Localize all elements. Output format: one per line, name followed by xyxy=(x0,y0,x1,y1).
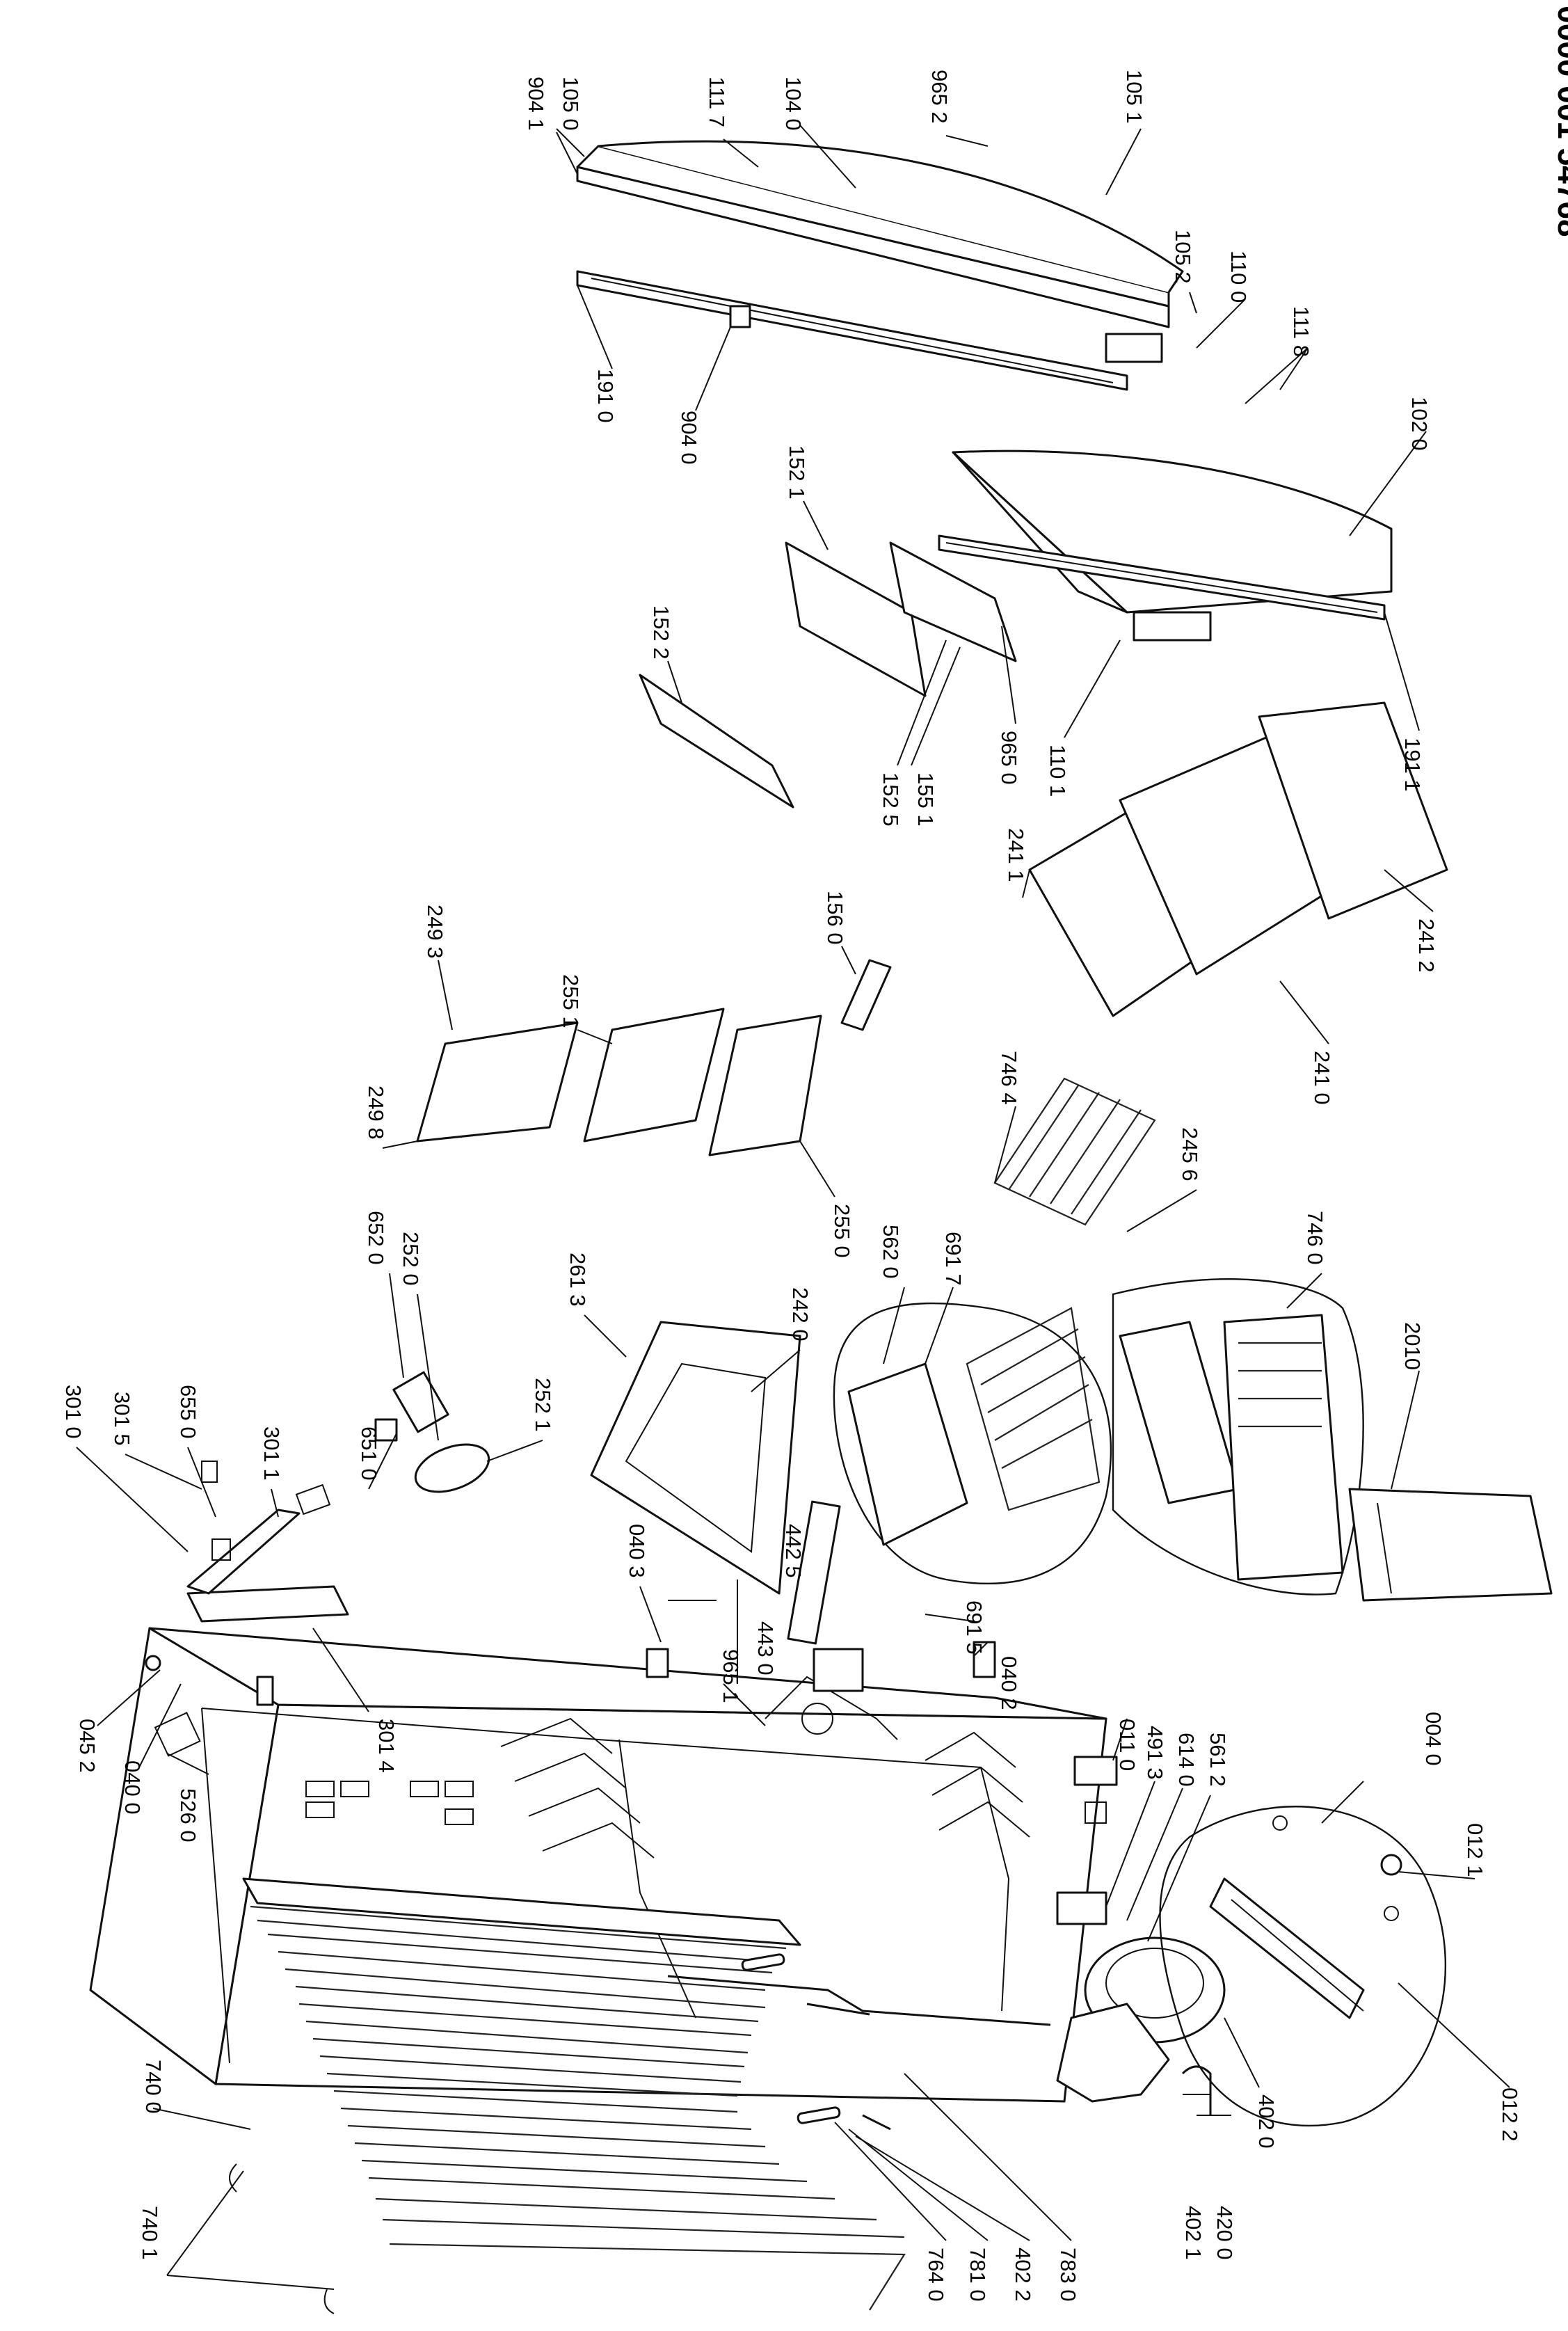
label-245_6: 245 6 xyxy=(1178,1127,1202,1182)
label-301_5: 301 5 xyxy=(110,1392,134,1446)
label-012_2: 012 2 xyxy=(1498,2087,1522,2142)
label-255_1: 255 1 xyxy=(559,974,583,1028)
label-011_0: 011 0 xyxy=(1115,1719,1139,1771)
leader-lines xyxy=(76,125,1510,2290)
label-526_0: 526 0 xyxy=(176,1788,200,1843)
label-691_7: 691 7 xyxy=(941,1232,966,1286)
freezer-module xyxy=(1112,1278,1364,1596)
label-045_2: 045 2 xyxy=(75,1719,99,1773)
label-105_1: 105 1 xyxy=(1122,70,1146,124)
label-740_0: 740 0 xyxy=(141,2060,166,2114)
back-panel xyxy=(1348,1488,1553,1602)
label-252_0: 252 0 xyxy=(399,1232,423,1286)
label-301_1: 301 1 xyxy=(259,1426,284,1481)
label-740_1: 740 1 xyxy=(138,2206,162,2260)
label-443_0: 443 0 xyxy=(753,1621,778,1676)
label-249_8: 249 8 xyxy=(364,1085,388,1140)
label-614_0: 614 0 xyxy=(1174,1733,1199,1787)
label-152_1: 152 1 xyxy=(785,445,809,500)
label-691_5: 691 5 xyxy=(962,1600,986,1655)
label-442_5: 442 5 xyxy=(781,1524,806,1578)
label-040_2: 040 2 xyxy=(997,1656,1021,1710)
label-965_2: 965 2 xyxy=(927,70,952,124)
label-104_0: 104 0 xyxy=(781,77,806,131)
label-241_2: 241 2 xyxy=(1414,918,1439,973)
label-242_0: 242 0 xyxy=(788,1287,813,1342)
label-301_0: 301 0 xyxy=(61,1385,86,1439)
label-156_0: 156 0 xyxy=(823,891,847,945)
label-746_4: 746 4 xyxy=(997,1051,1021,1105)
crisper-drawers xyxy=(1028,701,1448,1017)
label-651_0: 651 0 xyxy=(357,1426,381,1481)
label-904_1: 904 1 xyxy=(524,77,548,131)
label-191_1: 191 1 xyxy=(1400,738,1425,792)
label-261_3: 261 3 xyxy=(566,1252,590,1307)
glass-shelves xyxy=(416,959,892,1156)
label-191_0: 191 0 xyxy=(593,369,618,423)
label-402_0: 402 0 xyxy=(1254,2094,1279,2149)
upper-door xyxy=(576,140,1184,391)
label-2010: 2010 xyxy=(1400,1322,1425,1370)
label-562_0: 562 0 xyxy=(879,1225,903,1279)
freezer-drawer xyxy=(590,1321,841,1645)
label-965_0: 965 0 xyxy=(997,731,1021,785)
label-781_0: 781 0 xyxy=(966,2248,990,2302)
label-155_1: 155 1 xyxy=(913,772,938,827)
compressor-assembly xyxy=(1056,1756,1226,2115)
label-904_0: 904 0 xyxy=(677,411,701,465)
label-102_0: 102 0 xyxy=(1407,397,1432,451)
label-655_0: 655 0 xyxy=(176,1385,200,1439)
label-004_0: 004 0 xyxy=(1421,1712,1446,1766)
label-402_1: 402 1 xyxy=(1181,2206,1206,2260)
label-746_0: 746 0 xyxy=(1303,1211,1327,1265)
label-111_8: 111 8 xyxy=(1289,306,1313,357)
label-110_1: 110 1 xyxy=(1046,745,1070,797)
label-764_0: 764 0 xyxy=(924,2248,948,2302)
control-panel xyxy=(186,1461,349,1623)
small-parts xyxy=(145,1371,996,1706)
label-783_0: 783 0 xyxy=(1056,2248,1080,2302)
label-241_0: 241 0 xyxy=(1310,1051,1334,1105)
label-110_0: 110 0 xyxy=(1226,250,1251,303)
document-id: 0000 001 54768 xyxy=(1551,6,1568,237)
wire-rack xyxy=(993,1077,1156,1226)
label-152_5: 152 5 xyxy=(879,772,903,827)
label-255_0: 255 0 xyxy=(830,1204,854,1258)
part-labels: 904 1 105 0 111 7 104 0 965 2 105 1 105 … xyxy=(61,70,1522,2302)
label-040_3: 040 3 xyxy=(625,1524,649,1578)
label-105_2: 105 2 xyxy=(1171,230,1195,284)
label-402_2: 402 2 xyxy=(1011,2248,1035,2302)
label-252_1: 252 1 xyxy=(531,1378,555,1432)
label-105_0: 105 0 xyxy=(559,77,583,131)
door-bins xyxy=(639,541,1017,809)
evaporator-group xyxy=(833,1302,1112,1584)
label-965_1: 965 1 xyxy=(719,1649,743,1703)
cabinet-body xyxy=(89,1627,1107,2103)
label-652_0: 652 0 xyxy=(364,1211,388,1265)
label-111_7: 111 7 xyxy=(705,77,729,127)
base-plate xyxy=(1159,1806,1447,2127)
lower-door xyxy=(938,450,1393,642)
label-420_0: 420 0 xyxy=(1213,2206,1237,2260)
condenser-coil xyxy=(229,1877,906,2314)
label-241_1: 241 1 xyxy=(1004,828,1028,882)
pipes xyxy=(667,1953,1051,2131)
label-249_3: 249 3 xyxy=(423,905,447,959)
label-012_1: 012 1 xyxy=(1463,1823,1487,1877)
label-561_2: 561 2 xyxy=(1206,1733,1230,1787)
label-491_3: 491 3 xyxy=(1143,1726,1167,1780)
label-040_0: 040 0 xyxy=(120,1760,145,1815)
label-301_4: 301 4 xyxy=(374,1719,399,1773)
label-152_2: 152 2 xyxy=(649,605,673,660)
